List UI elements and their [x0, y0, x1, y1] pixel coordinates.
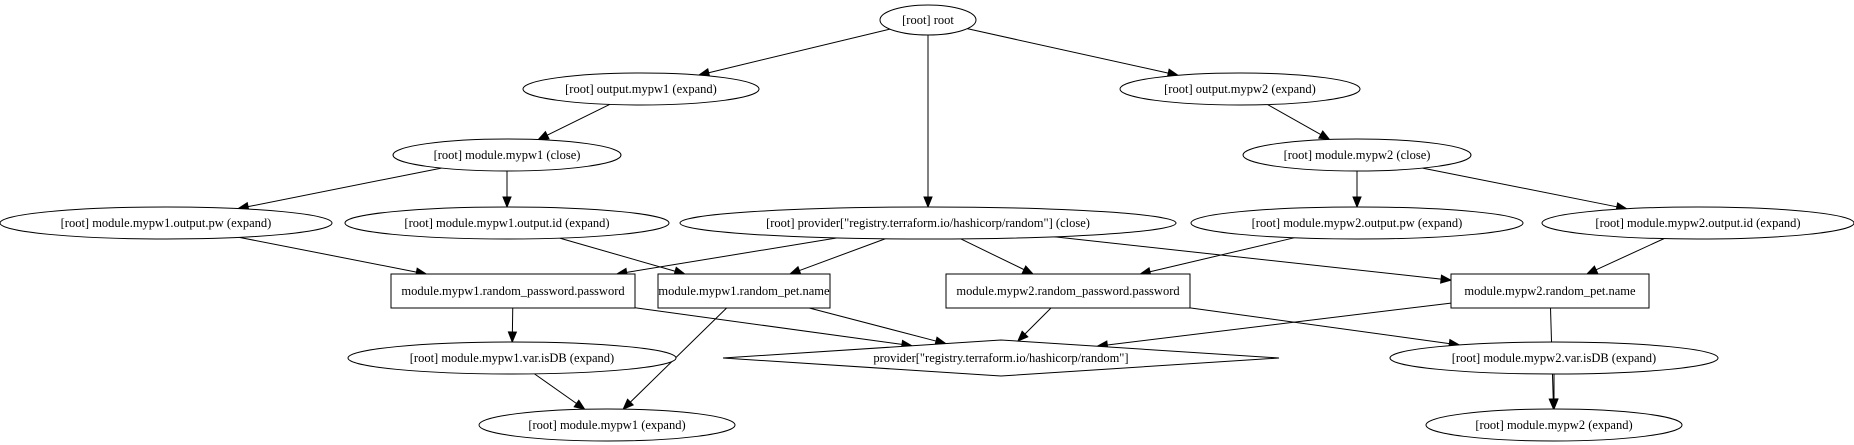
node-label: provider["registry.terraform.io/hashicor…: [873, 351, 1128, 365]
node-pet1: module.mypw1.random_pet.name: [657, 273, 831, 309]
box-shape: [1450, 273, 1650, 309]
arrowhead-mod2close-to-m2pw: [1352, 196, 1362, 209]
ellipse-shape: [679, 206, 1177, 240]
node-label: module.mypw1.random_pet.name: [658, 284, 830, 298]
edge-out2-to-mod2close: [1267, 104, 1322, 135]
node-m1pw: [root] module.mypw1.output.pw (expand): [0, 206, 333, 240]
ellipse-shape: [1425, 408, 1683, 442]
node-label: [root] module.mypw1 (expand): [528, 418, 685, 432]
ellipse-shape: [879, 4, 977, 36]
node-label: [root] output.mypw2 (expand): [1164, 82, 1316, 96]
arrowhead-rp2-to-prov: [1016, 330, 1029, 343]
node-out1: [root] output.mypw1 (expand): [522, 72, 760, 106]
arrowhead-root-to-provclose: [923, 196, 933, 209]
arrowhead-provclose-to-rp2: [1021, 265, 1035, 275]
node-label: [root] module.mypw1 (close): [434, 148, 581, 162]
edge-rp1-to-prov: [634, 307, 903, 345]
edge-provclose-to-rp2: [960, 238, 1025, 271]
arrowhead-var1-to-mod1: [573, 399, 586, 411]
node-rp1: module.mypw1.random_password.password: [390, 273, 636, 309]
graph-nodes: [root] root [root] output.mypw1 (expand) […: [0, 4, 1854, 442]
node-prov: provider["registry.terraform.io/hashicor…: [722, 339, 1280, 377]
arrowhead-m2id-to-pet2: [1585, 265, 1599, 275]
ellipse-shape: [0, 206, 333, 240]
arrowhead-rp1-to-var1: [507, 331, 518, 344]
node-var1: [root] module.mypw1.var.isDB (expand): [347, 341, 677, 375]
ellipse-shape: [1119, 72, 1361, 106]
edge-m1id-to-pet1: [559, 237, 676, 272]
node-mod1: [root] module.mypw1 (expand): [478, 408, 736, 442]
node-label: [root] module.mypw2.output.pw (expand): [1252, 216, 1463, 230]
node-label: [root] module.mypw1.var.isDB (expand): [410, 351, 614, 365]
arrowhead-out1-to-mod1close: [537, 130, 550, 141]
edge-var1-to-mod1: [534, 373, 577, 404]
box-shape: [657, 273, 831, 309]
ellipse-shape: [478, 408, 736, 442]
ellipse-shape: [522, 72, 760, 106]
node-label: module.mypw1.random_password.password: [401, 284, 625, 298]
edge-pet1-to-prov: [809, 307, 937, 342]
arrowhead-mod1close-to-m1id: [502, 196, 512, 209]
edge-provclose-to-rp1: [626, 237, 838, 273]
arrowhead-var2-to-mod2: [1549, 398, 1559, 411]
node-m2pw: [root] module.mypw2.output.pw (expand): [1190, 206, 1524, 240]
node-label: [root] root: [902, 13, 954, 27]
ellipse-shape: [392, 138, 622, 172]
node-label: [root] module.mypw2 (expand): [1475, 418, 1632, 432]
arrowhead-pet1-to-mod1: [622, 398, 635, 411]
edge-mod2close-to-m2id: [1422, 167, 1617, 208]
box-shape: [390, 273, 636, 309]
node-label: module.mypw2.random_password.password: [956, 284, 1180, 298]
node-label: [root] module.mypw2.output.id (expand): [1595, 216, 1800, 230]
edge-rp2-to-var2: [1189, 307, 1450, 345]
edge-provclose-to-pet1: [799, 238, 886, 272]
node-mod2: [root] module.mypw2 (expand): [1425, 408, 1683, 442]
node-mod1close: [root] module.mypw1 (close): [392, 138, 622, 172]
node-out2: [root] output.mypw2 (expand): [1119, 72, 1361, 106]
edge-pet2-to-prov: [1107, 302, 1452, 346]
node-provclose: [root] provider["registry.terraform.io/h…: [679, 206, 1177, 240]
node-label: [root] module.mypw2 (close): [1284, 148, 1431, 162]
node-label: module.mypw2.random_pet.name: [1464, 284, 1636, 298]
node-m2id: [root] module.mypw2.output.id (expand): [1541, 206, 1854, 240]
node-var2: [root] module.mypw2.var.isDB (expand): [1389, 341, 1719, 375]
node-label: [root] provider["registry.terraform.io/h…: [766, 216, 1090, 230]
diamond-shape: [722, 339, 1280, 377]
ellipse-shape: [1190, 206, 1524, 240]
edge-m1pw-to-rp1: [239, 236, 417, 273]
ellipse-shape: [347, 341, 677, 375]
ellipse-shape: [344, 206, 670, 240]
edge-provclose-to-pet2: [1053, 236, 1442, 280]
edge-out1-to-mod1close: [546, 103, 610, 136]
edge-mod1close-to-m1pw: [247, 167, 442, 208]
ellipse-shape: [1541, 206, 1854, 240]
node-label: [root] output.mypw1 (expand): [565, 82, 717, 96]
node-label: [root] module.mypw2.var.isDB (expand): [1452, 351, 1656, 365]
node-pet2: module.mypw2.random_pet.name: [1450, 273, 1650, 309]
edge-m2pw-to-rp2: [1149, 237, 1295, 273]
node-label: [root] module.mypw1.output.pw (expand): [61, 216, 272, 230]
edge-m2id-to-pet2: [1595, 238, 1665, 271]
ellipse-shape: [1242, 138, 1472, 172]
node-root: [root] root: [879, 4, 977, 36]
box-shape: [945, 273, 1191, 309]
arrowhead-out2-to-mod2close: [1318, 130, 1331, 141]
edge-root-to-out2: [967, 28, 1169, 74]
edge-root-to-out1: [708, 28, 891, 74]
node-label: [root] module.mypw1.output.id (expand): [404, 216, 609, 230]
arrowhead-provclose-to-pet1: [788, 265, 802, 275]
node-m1id: [root] module.mypw1.output.id (expand): [344, 206, 670, 240]
node-rp2: module.mypw2.random_password.password: [945, 273, 1191, 309]
ellipse-shape: [1389, 341, 1719, 375]
edge-pet1-to-mod1: [630, 307, 727, 403]
node-mod2close: [root] module.mypw2 (close): [1242, 138, 1472, 172]
arrowhead-provclose-to-pet2: [1440, 274, 1453, 284]
edge-rp2-to-prov: [1024, 307, 1052, 335]
